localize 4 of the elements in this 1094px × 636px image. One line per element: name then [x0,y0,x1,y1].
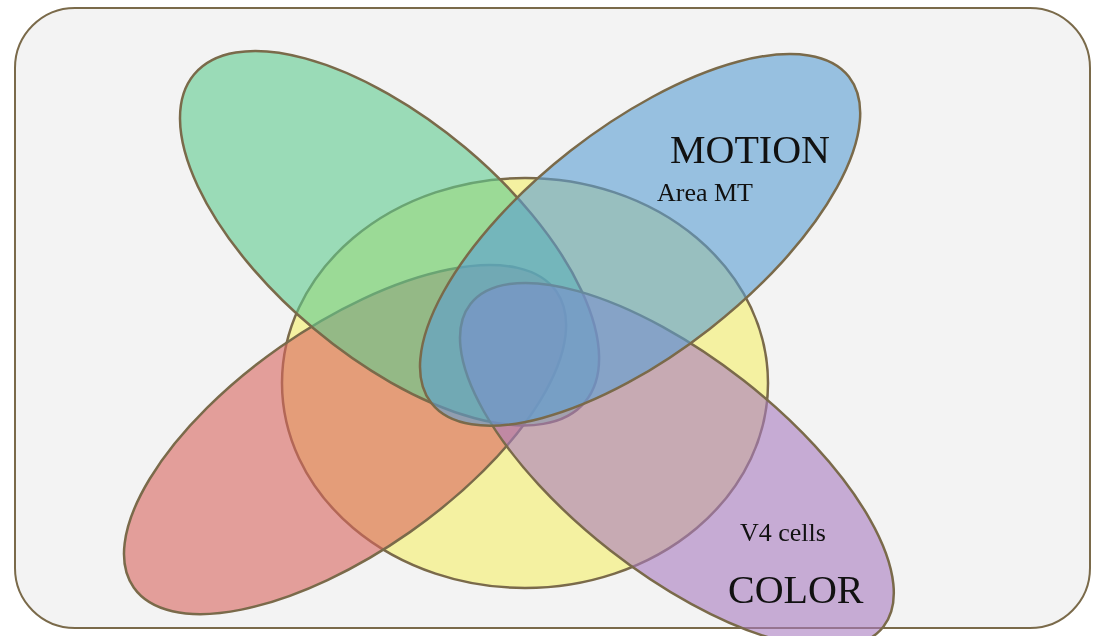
region-label: V4 cells [740,520,826,546]
set-label: MOTION [670,130,830,170]
set-label: COLOR [728,570,864,610]
region-label: Area MT [657,180,753,206]
